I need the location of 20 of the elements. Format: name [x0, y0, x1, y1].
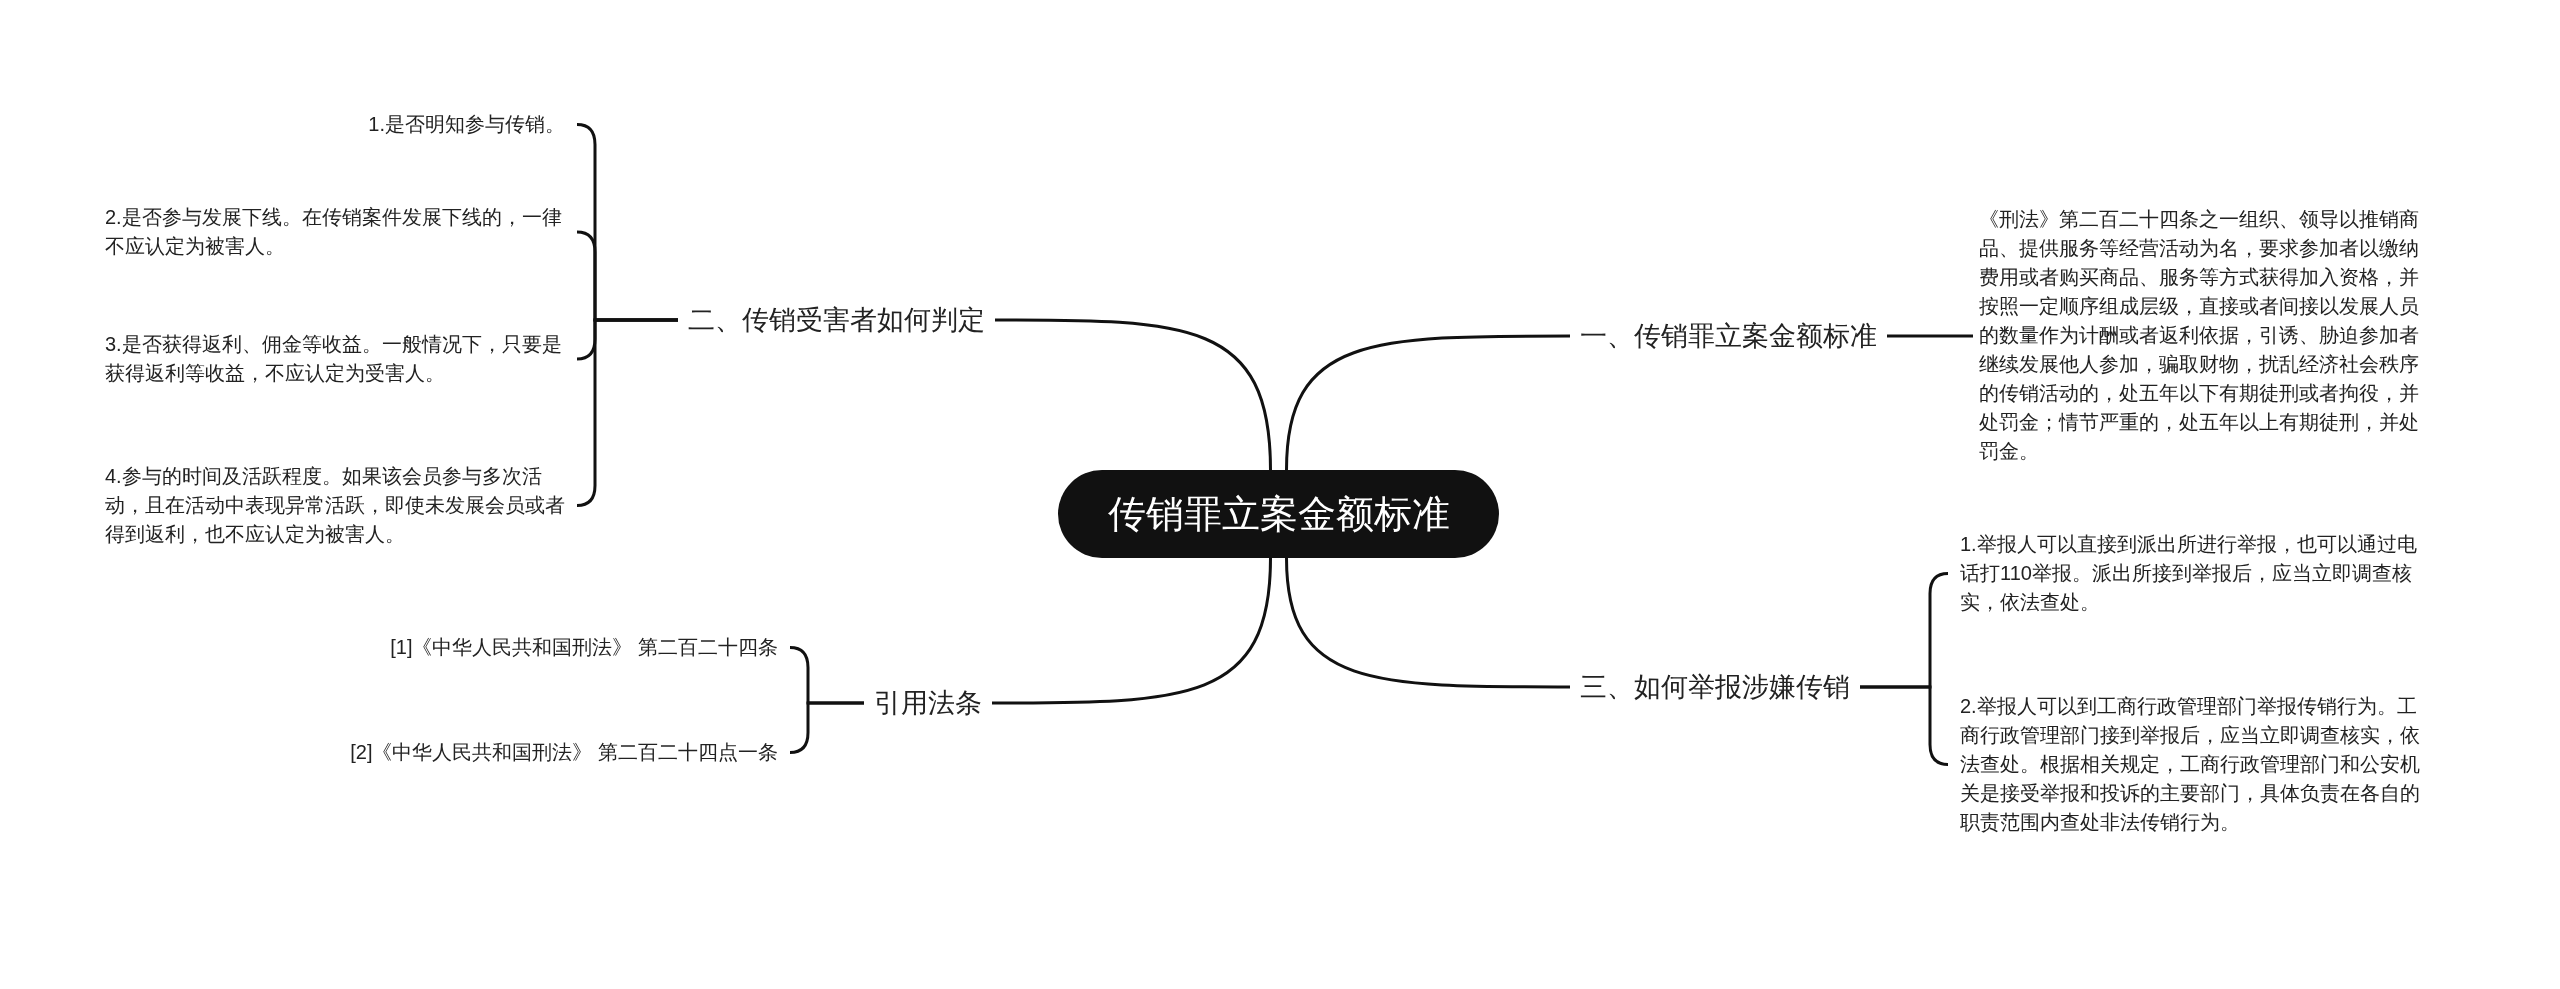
topic-text: [2]《中华人民共和国刑法》 第二百二十四点一条 — [350, 738, 778, 767]
topic-text: 2.举报人可以到工商行政管理部门举报传销行为。工商行政管理部门接到举报后，应当立即调查核实，依法查处。根据相关规定，工商行政管理部门和公安机关是接受举报和投诉的主要部门，具体负责在各自的职责范围内查处非法传销行为。 — [1960, 692, 2430, 837]
topic-text: 3.是否获得返利、佣金等收益。一般情况下，只要是获得返利等收益，不应认定为受害人。 — [105, 330, 565, 388]
bracket-connector — [1887, 334, 1973, 338]
topic-text: 1.举报人可以直接到派出所进行举报，也可以通过电话打110举报。派出所接到举报后，应当立即调查核实，依法查处。 — [1960, 530, 2430, 617]
branch-topic: 一、传销罪立案金额标准 — [1580, 316, 1877, 356]
branch-topic: 引用法条 — [874, 683, 982, 723]
topic-text: 1.是否明知参与传销。 — [368, 110, 565, 139]
central-topic: 传销罪立案金额标准 — [1058, 470, 1499, 558]
connector-curve — [1285, 557, 1570, 689]
topic-text: 《刑法》第二百二十四条之一组织、领导以推销商品、提供服务等经营活动为名，要求参加者以缴纳费用或者购买商品、服务等方式获得加入资格，并按照一定顺序组成层级，直接或者间接以发展人员的数量作为计酬或者返利依据，引诱、胁迫参加者继续发展他人参加，骗取财物，扰乱经济社会秩序的传销活动的，处五年以下有期徒刑或者拘役，并处罚金；情节严重的，处五年以上有期徒刑，并处罚金。 — [1979, 205, 2434, 466]
connector-curve — [992, 557, 1272, 705]
topic-text: [1]《中华人民共和国刑法》 第二百二十四条 — [390, 633, 778, 662]
connector-curve — [1285, 334, 1570, 471]
branch-topic: 二、传销受害者如何判定 — [688, 300, 985, 340]
topic-text: 4.参与的时间及活跃程度。如果该会员参与多次活动，且在活动中表现异常活跃，即使未发展会员或者得到返利，也不应认定为被害人。 — [105, 462, 565, 549]
connector-curve — [995, 318, 1272, 471]
bracket-connector — [789, 701, 864, 754]
branch-topic: 三、如何举报涉嫌传销 — [1580, 667, 1850, 707]
topic-text: 2.是否参与发展下线。在传销案件发展下线的，一律不应认定为被害人。 — [105, 203, 565, 261]
